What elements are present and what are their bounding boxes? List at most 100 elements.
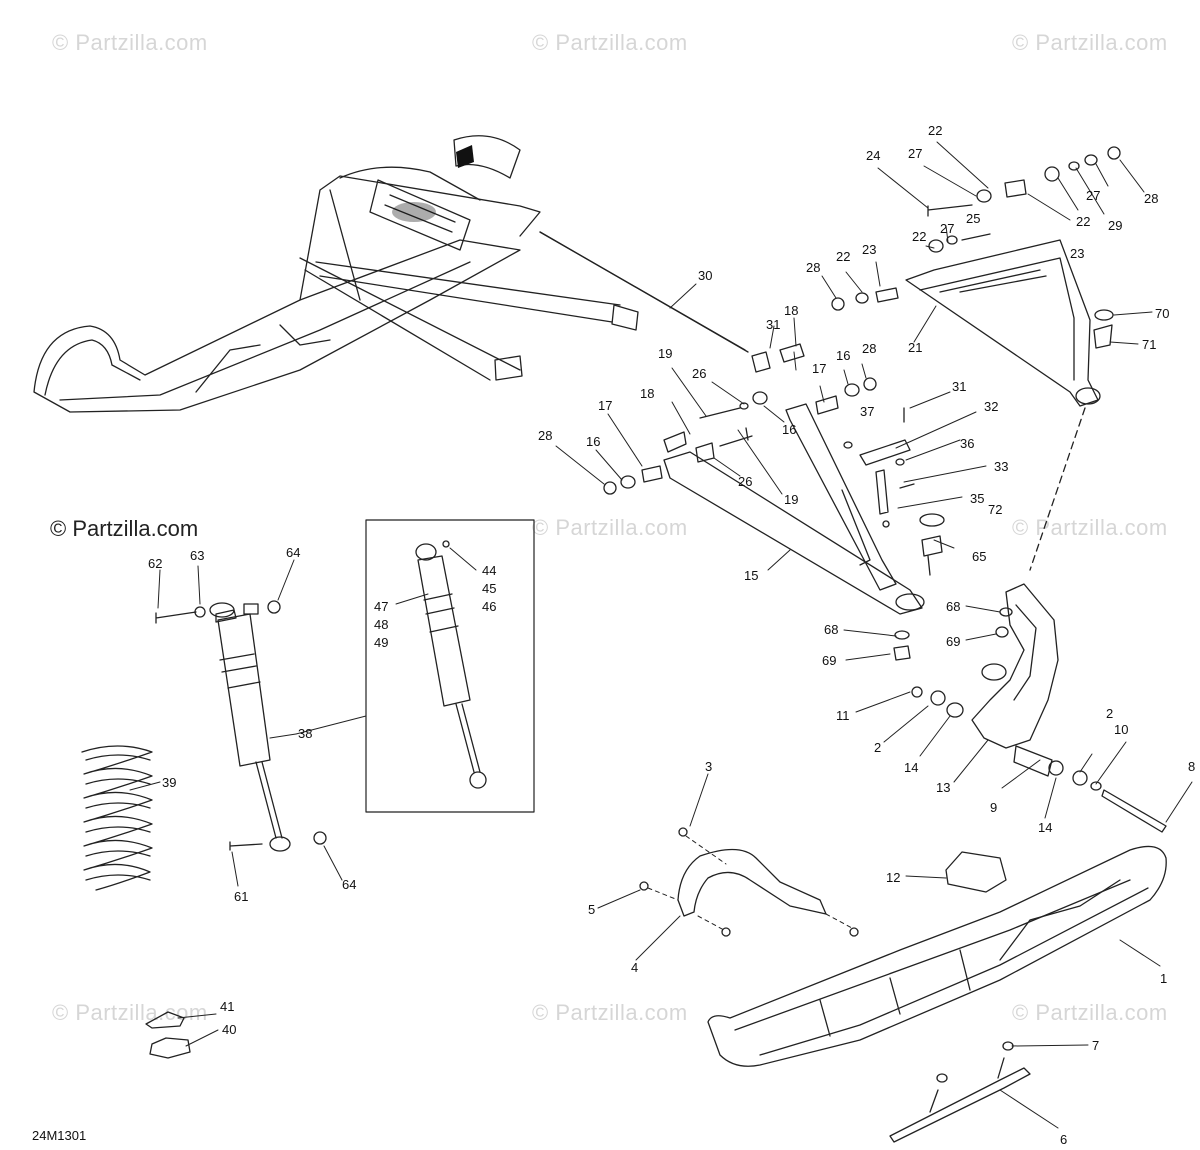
callout-35: 35 [970, 491, 984, 506]
callout-16: 16 [836, 348, 850, 363]
watermark: © Partzilla.com [52, 1000, 208, 1025]
callout-22: 22 [912, 229, 926, 244]
callout-36: 36 [960, 436, 974, 451]
dashed-leaders [647, 835, 853, 931]
callout-16: 16 [782, 422, 796, 437]
ski-1 [707, 845, 1167, 1067]
callout-40: 40 [222, 1022, 236, 1037]
watermark: © Partzilla.com [52, 30, 208, 55]
callout-22: 22 [1076, 214, 1090, 229]
bracket-link-assembly [843, 407, 945, 661]
callout-71: 71 [1142, 337, 1156, 352]
callout-69: 69 [822, 653, 836, 668]
callout-7: 7 [1092, 1038, 1099, 1053]
callout-39: 39 [162, 775, 176, 790]
dashed-alignment-line [1029, 407, 1086, 571]
callout-9: 9 [990, 800, 997, 815]
callout-25: 25 [966, 211, 980, 226]
callout-38: 38 [298, 726, 312, 741]
inset-frame [365, 519, 535, 813]
callout-13: 13 [936, 780, 950, 795]
callout-18: 18 [784, 303, 798, 318]
callout-49: 49 [374, 635, 388, 650]
bumper-41 [145, 1011, 185, 1029]
watermark: © Partzilla.com [1012, 30, 1168, 55]
callout-31: 31 [952, 379, 966, 394]
callout-2: 2 [874, 740, 881, 755]
callout-47: 47 [374, 599, 388, 614]
callout-68: 68 [946, 599, 960, 614]
callout-45: 45 [482, 581, 496, 596]
callout-65: 65 [972, 549, 986, 564]
spindle-13 [971, 583, 1059, 777]
callout-26: 26 [738, 474, 752, 489]
inset-shock [415, 540, 487, 789]
callout-46: 46 [482, 599, 496, 614]
callout-17: 17 [812, 361, 826, 376]
callout-63: 63 [190, 548, 204, 563]
callout-33: 33 [994, 459, 1008, 474]
callout-64: 64 [342, 877, 356, 892]
spindle-hardware [911, 607, 1167, 833]
callout-17: 17 [598, 398, 612, 413]
skid-plate-12 [945, 851, 1007, 893]
upper-arm-hardware [831, 146, 1121, 349]
callout-32: 32 [984, 399, 998, 414]
watermark: © Partzilla.com [532, 1000, 688, 1025]
callout-28: 28 [862, 341, 876, 356]
callout-19: 19 [784, 492, 798, 507]
callout-27: 27 [1086, 188, 1100, 203]
callout-37: 37 [860, 404, 874, 419]
callout-1: 1 [1160, 971, 1167, 986]
callout-labels: 1 2 2 3 4 5 6 7 8 9 10 11 12 13 14 14 15… [148, 123, 1195, 1147]
leader-lines [129, 141, 1193, 1129]
callout-28: 28 [538, 428, 552, 443]
callout-23: 23 [862, 242, 876, 257]
callout-3: 3 [705, 759, 712, 774]
rod-30 [539, 231, 749, 353]
callout-12: 12 [886, 870, 900, 885]
lower-a-arm-15 [663, 403, 925, 615]
callout-68: 68 [824, 622, 838, 637]
nut-31 [751, 351, 771, 373]
callout-62: 62 [148, 556, 162, 571]
watermark-dark: © Partzilla.com [50, 516, 199, 541]
upper-a-arm-21 [905, 239, 1101, 407]
callout-22: 22 [928, 123, 942, 138]
callout-23: 23 [1070, 246, 1084, 261]
watermark: © Partzilla.com [1012, 515, 1168, 540]
lower-arm-hardware [603, 343, 877, 495]
ski-hardware [639, 827, 1014, 1083]
callout-11: 11 [836, 708, 850, 723]
diagram-code: 24M1301 [32, 1128, 87, 1143]
callout-27: 27 [908, 146, 922, 161]
callout-16: 16 [586, 434, 600, 449]
shock-38 [155, 600, 327, 852]
callout-24: 24 [866, 148, 880, 163]
callout-64: 64 [286, 545, 300, 560]
callout-28: 28 [1144, 191, 1158, 206]
callout-6: 6 [1060, 1132, 1067, 1147]
callout-27: 27 [940, 221, 954, 236]
callout-14: 14 [904, 760, 918, 775]
callout-14: 14 [1038, 820, 1052, 835]
callout-48: 48 [374, 617, 388, 632]
callout-28: 28 [806, 260, 820, 275]
wear-bar-6 [889, 1057, 1031, 1143]
callout-21: 21 [908, 340, 922, 355]
callout-61: 61 [234, 889, 248, 904]
watermark: © Partzilla.com [1012, 1000, 1168, 1025]
callout-4: 4 [631, 960, 638, 975]
callout-29: 29 [1108, 218, 1122, 233]
spring-39 [81, 745, 153, 891]
callout-44: 44 [482, 563, 496, 578]
callout-70: 70 [1155, 306, 1169, 321]
callout-41: 41 [220, 999, 234, 1014]
callout-8: 8 [1188, 759, 1195, 774]
callout-72: 72 [988, 502, 1002, 517]
bumper-40 [149, 1037, 191, 1059]
callout-19: 19 [658, 346, 672, 361]
watermark: © Partzilla.com [532, 30, 688, 55]
